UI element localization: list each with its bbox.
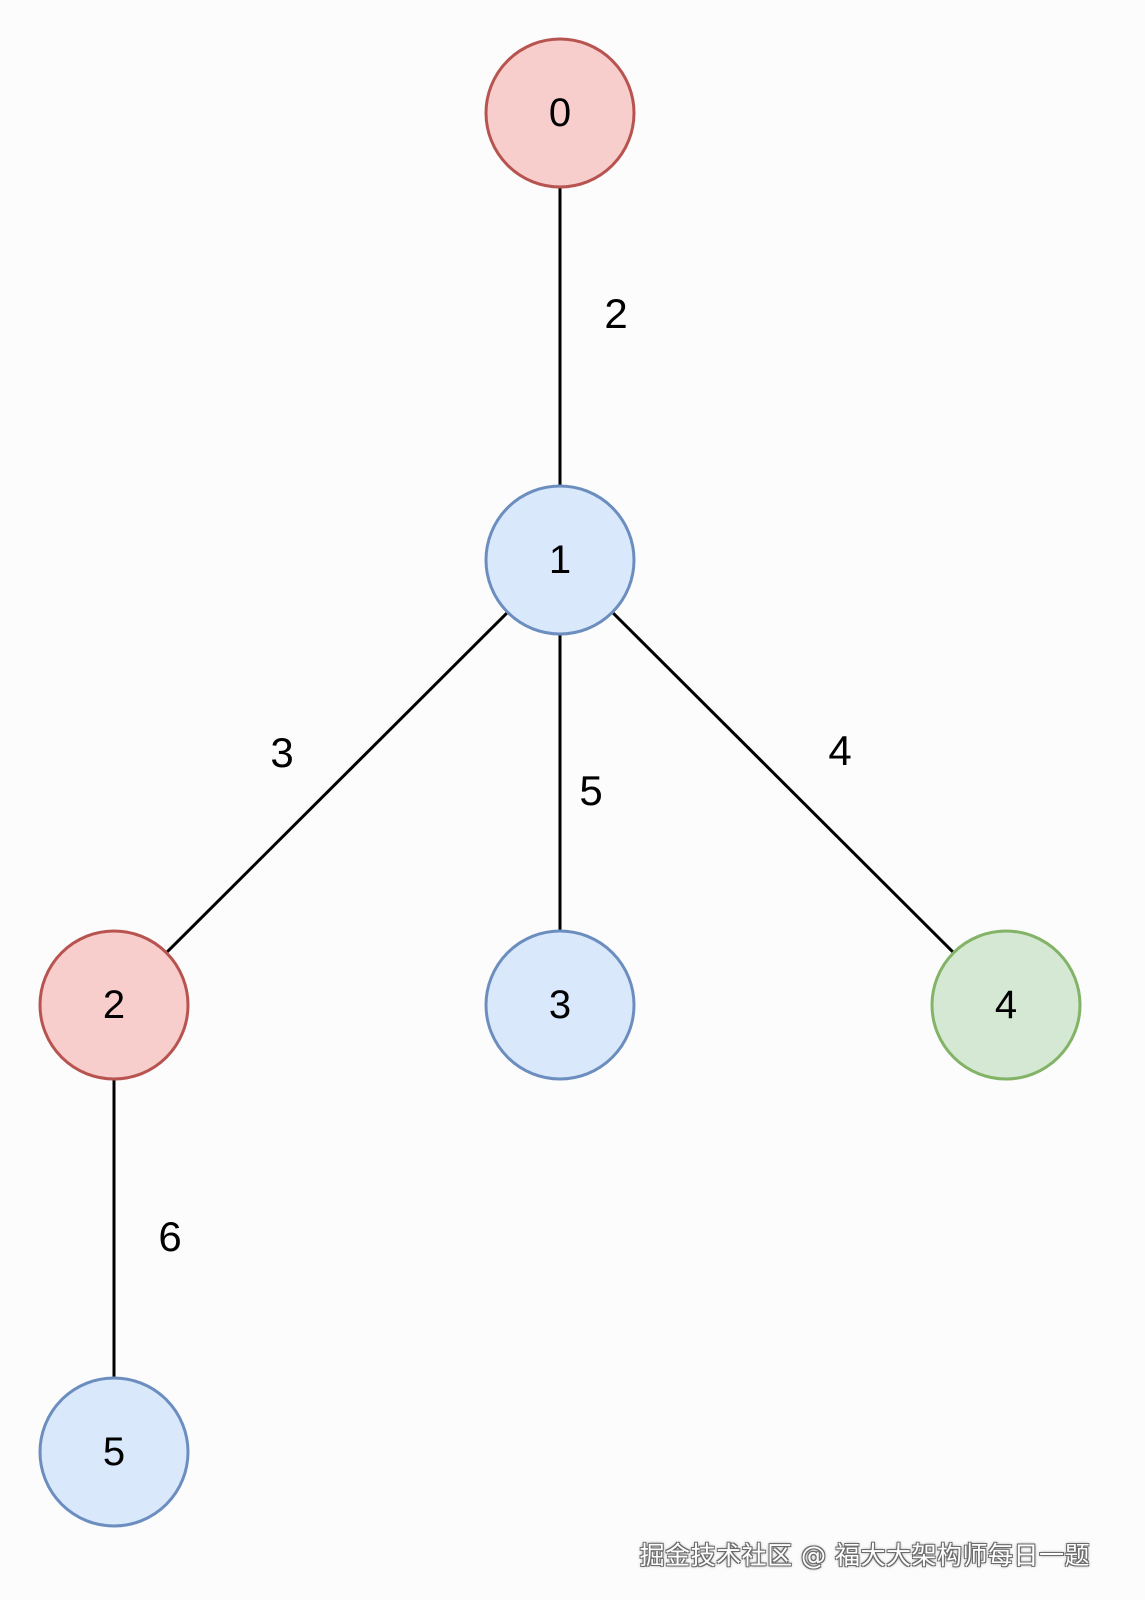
edge-1-2: [165, 611, 509, 954]
node-2: 2: [38, 929, 190, 1081]
edge-weight-2-5: 6: [158, 1213, 181, 1260]
node-label-2: 2: [103, 983, 125, 1027]
node-circle-3: [484, 929, 636, 1081]
edge-weight-1-2: 3: [270, 729, 293, 776]
watermark-text: 掘金技术社区 @ 福大大架构师每日一题: [639, 1541, 1090, 1570]
edges-layer: 2 3 5 4 6: [112, 187, 955, 1378]
node-3: 3: [484, 929, 636, 1081]
node-circle-5: [38, 1376, 190, 1528]
edge-weight-1-3: 5: [579, 767, 602, 814]
node-label-4: 4: [995, 983, 1017, 1027]
node-circle-2: [38, 929, 190, 1081]
node-1: 1: [484, 484, 636, 636]
node-label-3: 3: [549, 983, 571, 1027]
node-label-1: 1: [549, 538, 571, 582]
edge-weight-1-4: 4: [828, 727, 851, 774]
edge-weight-0-1: 2: [604, 290, 627, 337]
node-label-5: 5: [103, 1430, 125, 1474]
node-circle-1: [484, 484, 636, 636]
node-circle-0: [484, 37, 636, 189]
node-0: 0: [484, 37, 636, 189]
nodes-layer: 0 1 2 3 4 5: [38, 37, 1082, 1528]
edge-1-4: [611, 611, 955, 954]
node-circle-4: [930, 929, 1082, 1081]
node-5: 5: [38, 1376, 190, 1528]
node-label-0: 0: [549, 91, 571, 135]
node-4: 4: [930, 929, 1082, 1081]
